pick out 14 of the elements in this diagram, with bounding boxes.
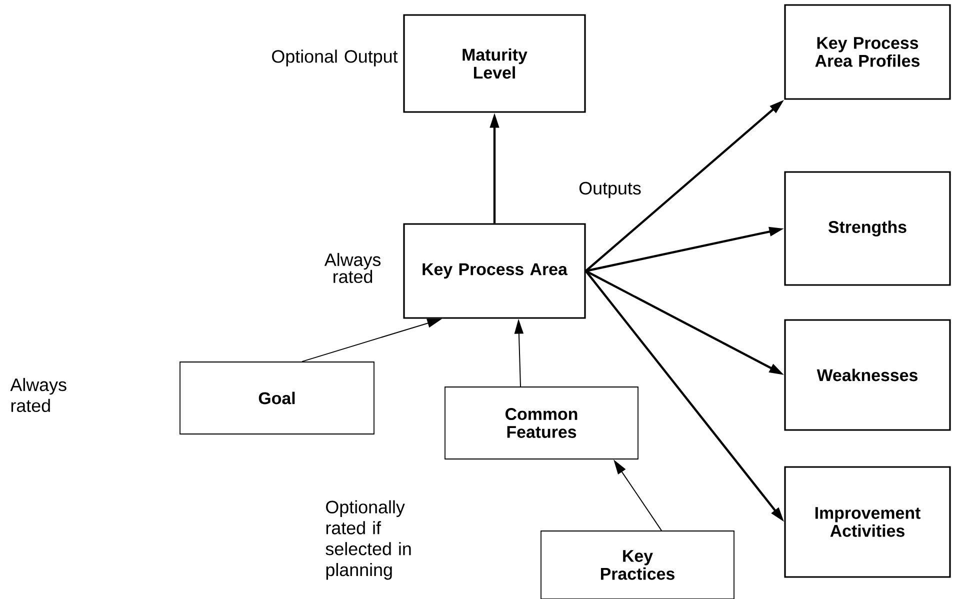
process-box: Key Process Area Profiles (784, 4, 951, 100)
annotation: Outputs (579, 182, 641, 198)
process-box: Improvement Activities (784, 466, 951, 578)
process-box: Key Process Area (403, 223, 586, 319)
process-box: Common Features (444, 386, 638, 460)
process-box: Key Practices (540, 530, 734, 599)
process-box: Weaknesses (784, 319, 951, 431)
process-box: Strengths (784, 171, 951, 286)
annotation: Always rated (10, 378, 66, 412)
annotation: Optional Output (272, 50, 398, 66)
annotation: Always rated (324, 252, 381, 284)
process-box: Goal (180, 362, 374, 434)
annotation: Optionally rated if selected in planning (326, 500, 411, 580)
process-box: Maturity Level (403, 14, 586, 113)
